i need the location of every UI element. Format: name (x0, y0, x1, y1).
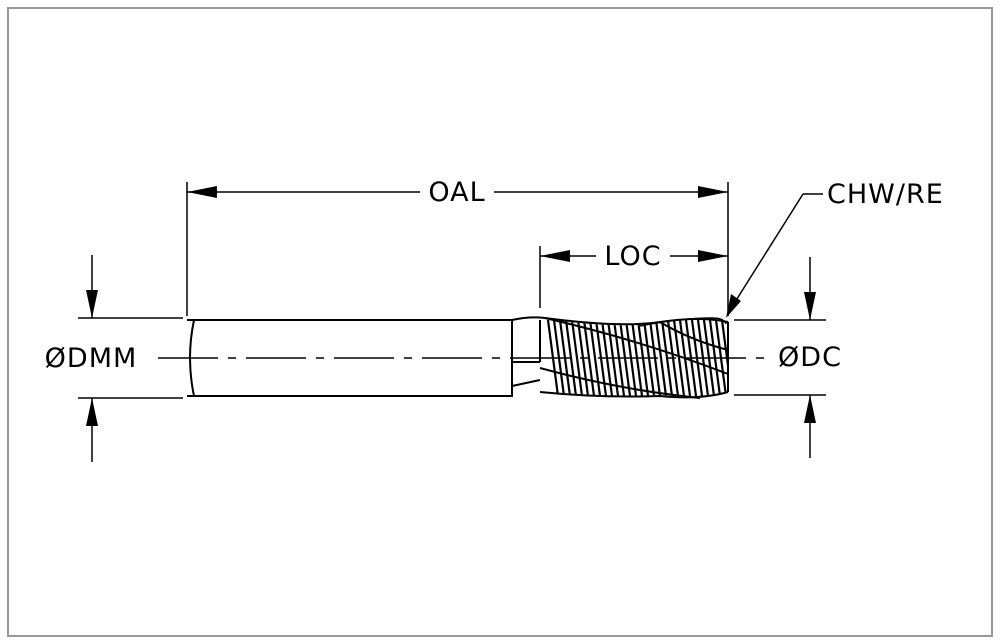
serration-line (570, 319, 584, 397)
dmm-label: ØDMM (45, 343, 138, 374)
chw-re-label: CHW/RE (827, 179, 944, 210)
serration-line (678, 319, 692, 397)
loc-label: LOC (604, 241, 661, 272)
serration-line (672, 319, 686, 397)
dmm-dimension (78, 255, 183, 462)
loc-dimension (539, 246, 728, 308)
serration-line (660, 319, 674, 397)
serration-line (654, 319, 668, 397)
drawing-border (7, 7, 993, 637)
serration-line (588, 319, 602, 397)
serration-line (582, 319, 596, 397)
chw-re-leader (726, 193, 823, 318)
oal-dimension (186, 182, 729, 316)
dc-label: ØDC (778, 342, 842, 373)
oal-label: OAL (428, 177, 485, 208)
serration-line (564, 319, 578, 397)
dc-dimension (734, 257, 826, 458)
